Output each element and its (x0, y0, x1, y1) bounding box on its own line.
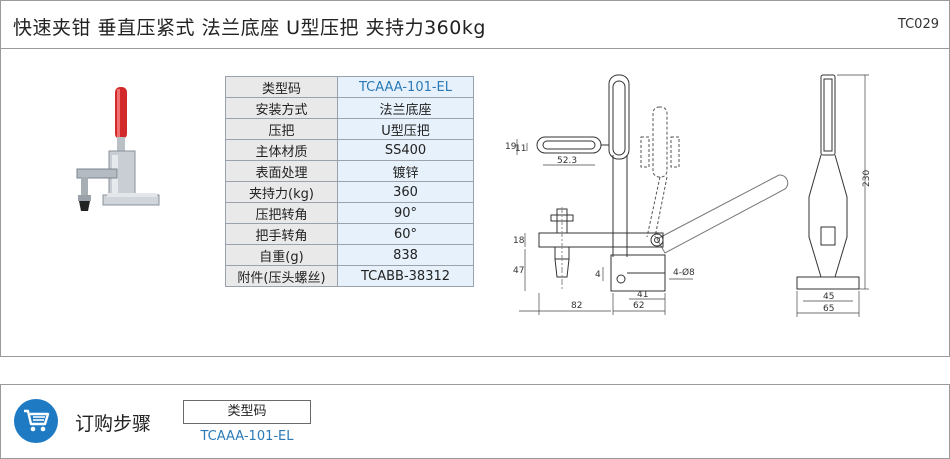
dim-52-3: 52.3 (557, 156, 577, 166)
dim-45: 45 (823, 292, 834, 302)
cart-icon (24, 409, 50, 432)
spec-value: U型压把 (337, 118, 474, 140)
type-code-value[interactable]: TCAAA-101-EL (200, 429, 294, 444)
product-panel: 快速夹钳 垂直压紧式 法兰底座 U型压把 夹持力360kg TC029 类型码 … (0, 0, 950, 357)
dim-62: 62 (633, 301, 644, 311)
spec-value: 838 (337, 244, 474, 266)
dim-11: 11 (515, 144, 526, 154)
spec-key: 把手转角 (225, 223, 338, 245)
spec-value: TCABB-38312 (337, 265, 474, 287)
table-row: 安装方式 法兰底座 (225, 97, 474, 119)
table-row: 自重(g) 838 (225, 244, 474, 266)
cart-badge (14, 399, 58, 443)
spec-table: 类型码 TCAAA-101-EL 安装方式 法兰底座 压把 U型压把 主体材质 … (225, 76, 474, 287)
spec-key: 压把 (225, 118, 338, 140)
table-row: 表面处理 镀锌 (225, 160, 474, 182)
spec-value: 60° (337, 223, 474, 245)
spec-key: 安装方式 (225, 97, 338, 119)
table-row: 主体材质 SS400 (225, 139, 474, 161)
spec-key: 自重(g) (225, 244, 338, 266)
product-photo (76, 87, 160, 211)
dim-41: 41 (637, 290, 648, 300)
spec-value: 360 (337, 181, 474, 203)
table-row: 压把 U型压把 (225, 118, 474, 140)
spec-key: 类型码 (225, 76, 338, 98)
dim-18: 18 (513, 236, 525, 246)
product-code: TC029 (897, 17, 939, 32)
table-row: 压把转角 90° (225, 202, 474, 224)
dim-19: 19 (505, 142, 517, 152)
spec-key: 主体材质 (225, 139, 338, 161)
table-row: 附件(压头螺丝) TCABB-38312 (225, 265, 474, 287)
spec-key: 压把转角 (225, 202, 338, 224)
spec-value: 90° (337, 202, 474, 224)
spec-value: 镀锌 (337, 160, 474, 182)
dim-230: 230 (862, 170, 872, 187)
dim-47: 47 (513, 266, 524, 276)
spec-value: TCAAA-101-EL (337, 76, 474, 98)
order-steps-title: 订购步骤 (75, 413, 152, 435)
dim-82: 82 (571, 301, 582, 311)
spec-key: 夹持力(kg) (225, 181, 338, 203)
table-row: 把手转角 60° (225, 223, 474, 245)
table-row: 类型码 TCAAA-101-EL (225, 76, 474, 98)
page-title: 快速夹钳 垂直压紧式 法兰底座 U型压把 夹持力360kg (13, 17, 486, 39)
spec-value: 法兰底座 (337, 97, 474, 119)
type-code-label: 类型码 (183, 400, 311, 424)
title-divider (1, 48, 949, 49)
spec-key: 附件(压头螺丝) (225, 265, 338, 287)
spec-key: 表面处理 (225, 160, 338, 182)
spec-value: SS400 (337, 139, 474, 161)
order-panel: 订购步骤 类型码 TCAAA-101-EL (0, 384, 950, 459)
table-row: 夹持力(kg) 360 (225, 181, 474, 203)
dim-4: 4 (595, 270, 601, 280)
technical-drawing: 19 11 52.3 18 47 4 4-Ø8 41 62 82 230 (505, 74, 872, 317)
dim-hole: 4-Ø8 (673, 267, 695, 278)
dim-65: 65 (823, 304, 834, 314)
